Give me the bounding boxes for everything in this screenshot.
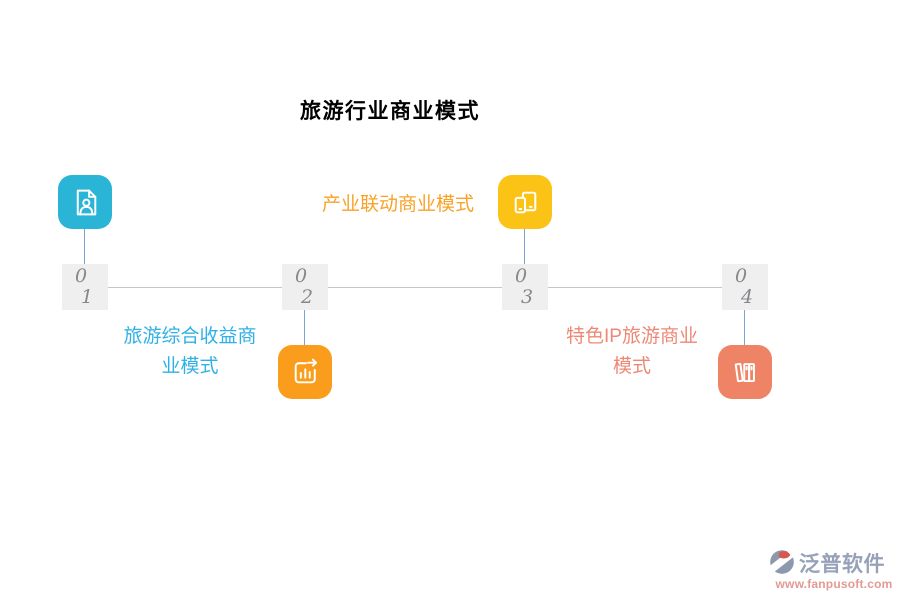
books-icon (718, 345, 772, 399)
step-number: 3 (520, 286, 534, 308)
step-label-industry-linkage: 产业联动商业模式 (322, 190, 474, 220)
step-marker-04: 0 4 (722, 264, 768, 310)
logo-brand-name: 泛普软件 (799, 552, 885, 576)
connector-line-2 (304, 310, 305, 345)
page-title: 旅游行业商业模式 (300, 100, 480, 123)
step-number: 0 (734, 265, 748, 287)
step-marker-01: 0 1 (62, 264, 108, 310)
label-line: 模式 (612, 356, 651, 377)
label-line: 旅游综合收益商 (123, 326, 257, 347)
connector-line-4 (744, 310, 745, 345)
connector-line-3 (524, 229, 525, 267)
devices-icon (498, 175, 552, 229)
step-number: 1 (80, 286, 94, 308)
logo-url: www.fanpusoft.com (775, 577, 893, 591)
label-line: 特色IP旅游商业 (566, 326, 698, 347)
fanpu-logo-icon (768, 548, 796, 581)
document-user-icon (58, 175, 112, 229)
step-number: 0 (514, 265, 528, 287)
connector-line-1 (84, 229, 85, 267)
step-label-ip-tourism: 特色IP旅游商业 模式 (550, 322, 714, 382)
label-line: 产业联动商业模式 (322, 194, 475, 215)
step-number: 4 (740, 286, 754, 308)
step-number: 0 (294, 265, 308, 287)
step-marker-02: 0 2 (282, 264, 328, 310)
step-label-tourism-comprehensive: 旅游综合收益商 业模式 (108, 322, 272, 382)
fanpu-logo: 泛普软件 www.fanpusoft.com (768, 548, 900, 591)
label-line: 业模式 (161, 356, 219, 377)
chart-growth-icon (278, 345, 332, 399)
step-number: 0 (74, 265, 88, 287)
step-marker-03: 0 3 (502, 264, 548, 310)
timeline-line (85, 287, 745, 288)
step-number: 2 (300, 286, 314, 308)
